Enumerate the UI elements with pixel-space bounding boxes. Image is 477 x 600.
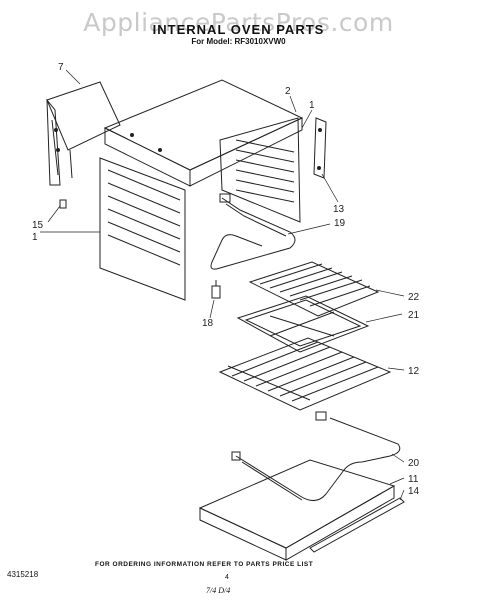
part-sensor — [211, 280, 221, 299]
watermark: AppliancePartsPros.com — [83, 8, 394, 37]
callout-19: 19 — [334, 218, 346, 229]
part-top-panel — [103, 79, 304, 187]
document-number: 4315218 — [7, 570, 39, 579]
page-number: 4 — [225, 574, 229, 581]
callout-22: 22 — [408, 292, 420, 303]
handwritten-note: 7/4 D/4 — [206, 586, 231, 595]
callout-12: 12 — [408, 366, 420, 377]
part-bottom-panel — [198, 459, 396, 561]
part-oven-rack — [218, 337, 392, 411]
part-broil-pan — [236, 295, 370, 353]
callout-1-right: 1 — [309, 100, 315, 111]
part-rear-panel — [46, 81, 121, 186]
callout-labels: 7 2 1 13 15 1 19 22 21 18 12 20 11 14 — [32, 62, 420, 497]
callout-2: 2 — [285, 86, 291, 97]
callout-14: 14 — [408, 486, 420, 497]
leader-lines — [40, 69, 405, 501]
model-subtitle: For Model: RF3010XVW0 — [191, 37, 286, 46]
diagram-title: INTERNAL OVEN PARTS — [152, 22, 325, 37]
ordering-info-footer: FOR ORDERING INFORMATION REFER TO PARTS … — [95, 561, 314, 568]
callout-15: 15 — [32, 220, 44, 231]
part-trim-strip — [309, 497, 405, 553]
part-bake-element — [231, 411, 401, 501]
callout-13: 13 — [333, 204, 345, 215]
callout-7: 7 — [58, 62, 64, 73]
callout-1-left: 1 — [32, 232, 38, 243]
part-left-side-panel — [99, 157, 186, 301]
callout-20: 20 — [408, 458, 420, 469]
part-clip — [59, 199, 67, 209]
part-bracket — [313, 117, 327, 179]
part-right-side-panel — [219, 117, 301, 223]
callout-11: 11 — [408, 474, 419, 485]
callout-18: 18 — [202, 318, 214, 329]
part-broil-element — [210, 193, 296, 270]
callout-21: 21 — [408, 310, 420, 321]
